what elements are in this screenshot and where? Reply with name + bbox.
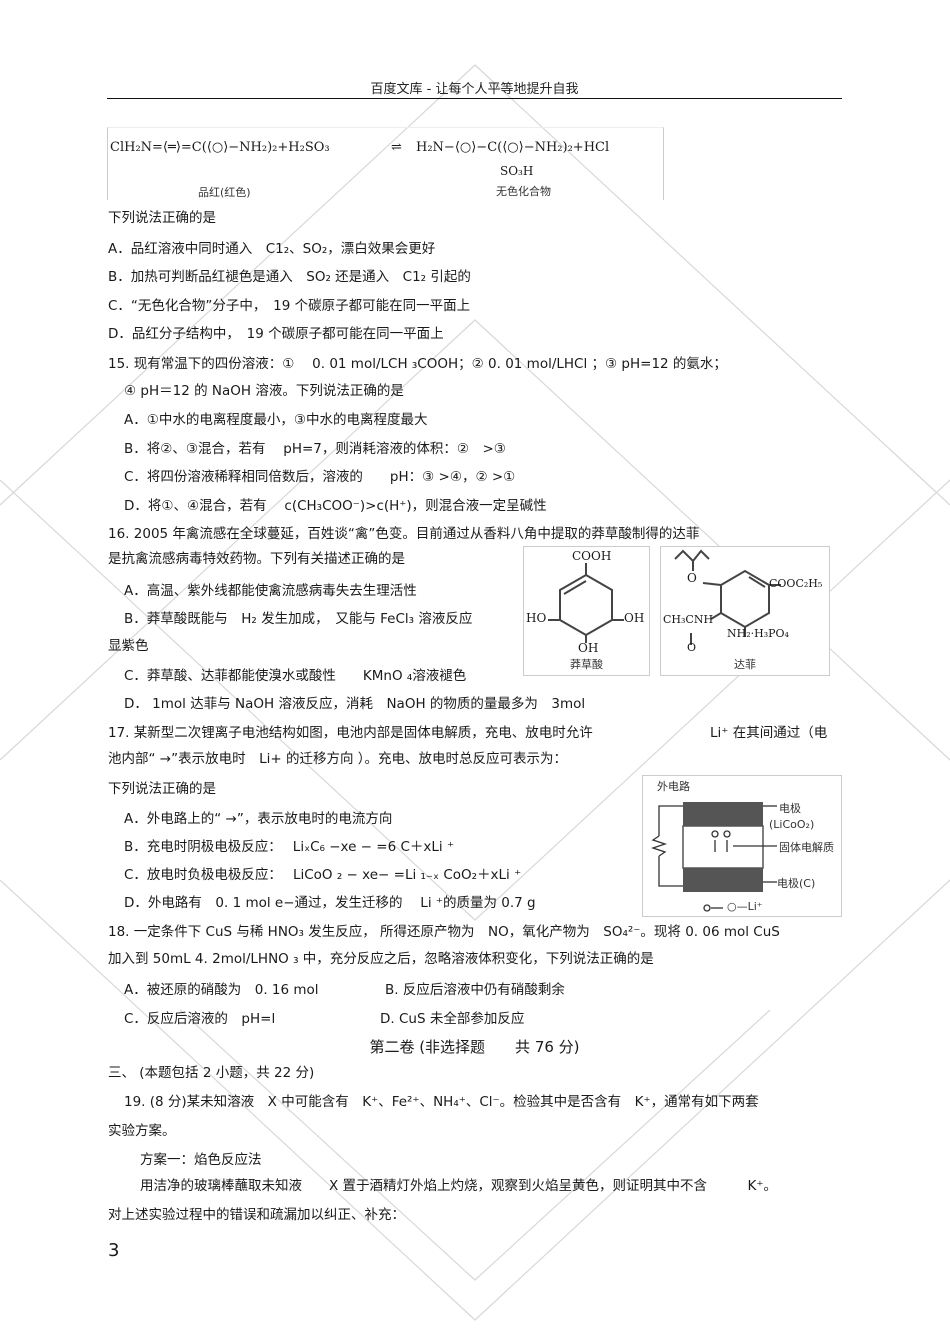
electrolyte-label: 固体电解质 (779, 841, 834, 854)
q18-option-c: C．反应后溶液的 pH=l (124, 1011, 276, 1027)
q14-option-b: B．加热可判断品红褪色是通入 SO₂ 还是通入 C1₂ 引起的 (108, 269, 471, 285)
q19-stem-1: 19. (8 分)某未知溶液 X 中可能含有 K⁺、Fe²⁺、NH₄⁺、Cl⁻。… (124, 1094, 759, 1110)
q14-option-d: D．品红分子结构中， 19 个碳原子都可能在同一平面上 (108, 326, 444, 342)
q16-option-b: B．莽草酸既能与 H₂ 发生加成， 又能与 FeCl₃ 溶液反应 (124, 611, 473, 627)
header-divider (107, 98, 842, 99)
q19-plan1-title: 方案一：焰色反应法 (140, 1152, 262, 1168)
colorless-caption: 无色化合物 (496, 185, 551, 198)
ester-label: COOC₂H₅ (769, 577, 823, 590)
q17-stem-3: 下列说法正确的是 (108, 781, 216, 797)
q15-stem-1: 15. 现有常温下的四份溶液：① 0. 01 mol/LCH ₃COOH；② 0… (108, 356, 727, 372)
bottom-electrode-label: 电极(C) (777, 877, 816, 890)
ho-label: HO (526, 611, 547, 625)
q18-stem-2: 加入到 50mL 4. 2mol/LHNO ₃ 中，充分反应之后，忽略溶液体积变… (108, 951, 654, 967)
q15-option-d: D．将①、④混合，若有 c(CH₃COO⁻)>c(H⁺)，则混合液一定呈碱性 (124, 498, 547, 514)
q14-stem: 下列说法正确的是 (108, 210, 216, 226)
phosphate-salt-label: NH₂·H₃PO₄ (727, 627, 789, 640)
q17-option-d: D．外电路有 0. 1 mol e−通过，发生迁移的 Li ⁺的质量为 0.7 … (124, 895, 536, 911)
shikimic-acid-structure: COOH HO OH OH 莽草酸 (523, 546, 650, 676)
shikimic-acid-caption: 莽草酸 (570, 658, 603, 671)
q16-option-d: D． 1mol 达菲与 NaOH 溶液反应，消耗 NaOH 的物质的量最多为 3… (124, 696, 586, 712)
q15-option-b: B．将②、③混合，若有 pH=7，则消耗溶液的体积：② >③ (124, 441, 506, 457)
ether-o-label: O (687, 571, 697, 585)
external-circuit-label: 外电路 (657, 780, 690, 793)
page-number: 3 (108, 1240, 120, 1261)
q16-stem-2: 是抗禽流感病毒特效药物。下列有关描述正确的是 (108, 551, 405, 567)
tamiflu-caption: 达菲 (734, 658, 756, 671)
carbonyl-o-label: O (687, 641, 697, 654)
cooh-label: COOH (572, 549, 612, 563)
section-three-heading: 三、 (本题包括 2 小题，共 22 分) (108, 1065, 315, 1081)
reaction-equation-figure: ClH₂N=⟨═⟩=C(⟨○⟩−NH₂)₂+H₂SO₃ ⇌ H₂N−⟨○⟩−C(… (107, 127, 664, 200)
q17-stem-1a: 17. 某新型二次锂离子电池结构如图，电池内部是固体电解质，充电、放电时允许 (108, 725, 593, 741)
battery-cell-icon (650, 802, 777, 912)
product-formula: H₂N−⟨○⟩−C(⟨○⟩−NH₂)₂+HCl (416, 140, 610, 155)
equilibrium-arrow: ⇌ (391, 140, 402, 155)
q16-stem-1: 16. 2005 年禽流感在全球蔓延，百姓谈“禽”色变。目前通过从香料八角中提取… (108, 526, 700, 542)
tamiflu-structure: O COOC₂H₅ CH₃CNH O NH₂·H₃PO₄ 达菲 (660, 546, 830, 676)
so3h-group: SO₃H (500, 164, 534, 178)
q14-option-c: C．“无色化合物”分子中， 19 个碳原子都可能在同一平面上 (108, 298, 471, 314)
oh-label-bottom: OH (578, 641, 599, 655)
q18-option-b: B. 反应后溶液中仍有硝酸剩余 (385, 982, 565, 998)
q19-stem-2: 实验方案。 (108, 1123, 176, 1139)
q19-instruction: 对上述实验过程中的错误和疏漏加以纠正、补充： (108, 1207, 405, 1223)
q15-option-a: A．①中水的电离程度最小，③中水的电离程度最大 (124, 412, 428, 428)
q17-option-b: B．充电时阴极电极反应： LiₓC₆ −xe − =6 C＋xLi ⁺ (124, 839, 455, 855)
q18-option-d: D. CuS 未全部参加反应 (380, 1011, 525, 1027)
q15-option-c: C．将四份溶液稀释相同倍数后，溶液的 pH：③ >④，② >① (124, 469, 516, 485)
battery-diagram: 外电路 电极 (LiCoO₂) 固体电解质 电极(C) ○—Li⁺ (642, 775, 842, 917)
q17-option-a: A．外电路上的“ →”，表示放电时的电流方向 (124, 811, 393, 827)
tamiflu-ring-icon (674, 549, 781, 645)
reactant-formula: ClH₂N=⟨═⟩=C(⟨○⟩−NH₂)₂+H₂SO₃ (110, 140, 330, 155)
q19-plan1-text: 用洁净的玻璃棒蘸取未知液 X 置于酒精灯外焰上灼烧，观察到火焰呈黄色，则证明其中… (140, 1178, 778, 1194)
q16-option-a: A．高温、紫外线都能使禽流感病毒失去生理活性 (124, 583, 417, 599)
page-header: 百度文库 - 让每个人平等地提升自我 (370, 82, 579, 97)
oh-label-right: OH (624, 611, 645, 625)
licoo2-label: (LiCoO₂) (769, 818, 815, 831)
part2-title: 第二卷 (非选择题 共 76 分) (369, 1038, 580, 1056)
q16-option-c: C．莽草酸、达菲都能使溴水或酸性 KMnO ₄溶液褪色 (124, 668, 467, 684)
q18-option-a: A．被还原的硝酸为 0. 16 mol (124, 982, 319, 998)
top-electrode-label: 电极 (779, 802, 801, 815)
shikimic-acid-ring-icon (548, 563, 624, 643)
amide-label: CH₃CNH (663, 613, 714, 626)
magenta-caption: 品红(红色) (198, 186, 251, 199)
q17-stem-1b: Li⁺ 在其间通过（电 (710, 725, 828, 741)
q18-stem-1: 18. 一定条件下 CuS 与稀 HNO₃ 发生反应， 所得还原产物为 NO，氧… (108, 924, 780, 940)
q14-option-a: A．品红溶液中同时通入 C1₂、SO₂，漂白效果会更好 (108, 241, 436, 257)
li-ion-legend: ○—Li⁺ (727, 900, 763, 913)
q17-option-c: C．放电时负极电极反应： LiCoO ₂ − xe− =Li ₁₋ₓ CoO₂＋… (124, 867, 522, 883)
q17-stem-2: 池内部“ →”表示放电时 Li+ 的迁移方向 ）。充电、放电时总反应可表示为： (108, 751, 568, 767)
q16-option-b-cont: 显紫色 (108, 638, 149, 654)
q15-stem-2: ④ pH＝12 的 NaOH 溶液。下列说法正确的是 (124, 383, 404, 399)
